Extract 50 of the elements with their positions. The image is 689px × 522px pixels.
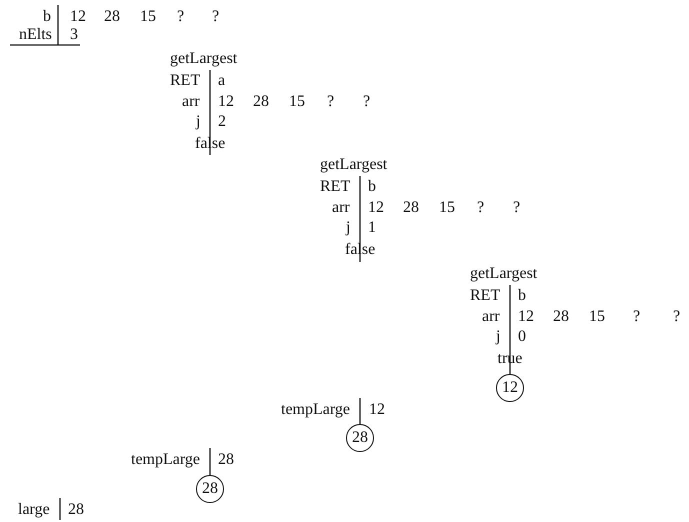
- value-text: 2: [218, 113, 226, 131]
- variable-name: nElts: [19, 26, 52, 44]
- value-text: ?: [673, 308, 680, 326]
- value-text: ?: [363, 93, 370, 111]
- function-name: getLargest: [320, 156, 388, 174]
- value-text: 28: [553, 308, 569, 326]
- value-text: b: [368, 178, 376, 196]
- value-text: ?: [177, 8, 184, 26]
- value-text: 28: [403, 199, 419, 217]
- variable-name: j: [196, 113, 200, 131]
- value-text: b: [518, 287, 526, 305]
- variable-name: arr: [182, 93, 200, 111]
- value-text: ?: [477, 199, 484, 217]
- function-name: getLargest: [470, 265, 538, 283]
- variable-name: tempLarge: [131, 451, 200, 469]
- value-text: 3: [70, 26, 78, 44]
- value-text: 15: [589, 308, 605, 326]
- circled-value: 28: [196, 475, 224, 503]
- variable-name: RET: [170, 72, 200, 90]
- variable-name: RET: [320, 178, 350, 196]
- value-text: 15: [140, 8, 156, 26]
- variable-name: j: [496, 328, 500, 346]
- value-text: ?: [212, 8, 220, 26]
- variable-name: large: [18, 501, 50, 519]
- variable-name: j: [346, 219, 350, 237]
- variable-name: tempLarge: [281, 401, 350, 419]
- value-text: 12: [218, 93, 234, 111]
- value-text: 12: [70, 8, 86, 26]
- value-text: 28: [218, 451, 234, 469]
- value-text: 1: [368, 219, 376, 237]
- value-text: 28: [68, 501, 84, 519]
- variable-name: arr: [482, 308, 500, 326]
- value-text: ?: [327, 93, 334, 111]
- value-text: 28: [104, 8, 120, 26]
- circled-value: 12: [496, 374, 524, 402]
- value-text: 0: [518, 328, 526, 346]
- value-text: ?: [513, 199, 520, 217]
- variable-name: RET: [470, 287, 500, 305]
- value-text: a: [218, 72, 226, 90]
- variable-name: b: [43, 8, 51, 26]
- function-name: getLargest: [170, 50, 238, 68]
- value-text: 28: [253, 93, 269, 111]
- value-text: 12: [368, 199, 384, 217]
- value-text: 12: [369, 401, 385, 419]
- value-text: 12: [518, 308, 534, 326]
- variable-name: arr: [332, 199, 350, 217]
- value-text: 15: [439, 199, 455, 217]
- circled-value: 28: [346, 424, 374, 452]
- value-text: ?: [633, 308, 640, 326]
- value-text: 15: [289, 93, 305, 111]
